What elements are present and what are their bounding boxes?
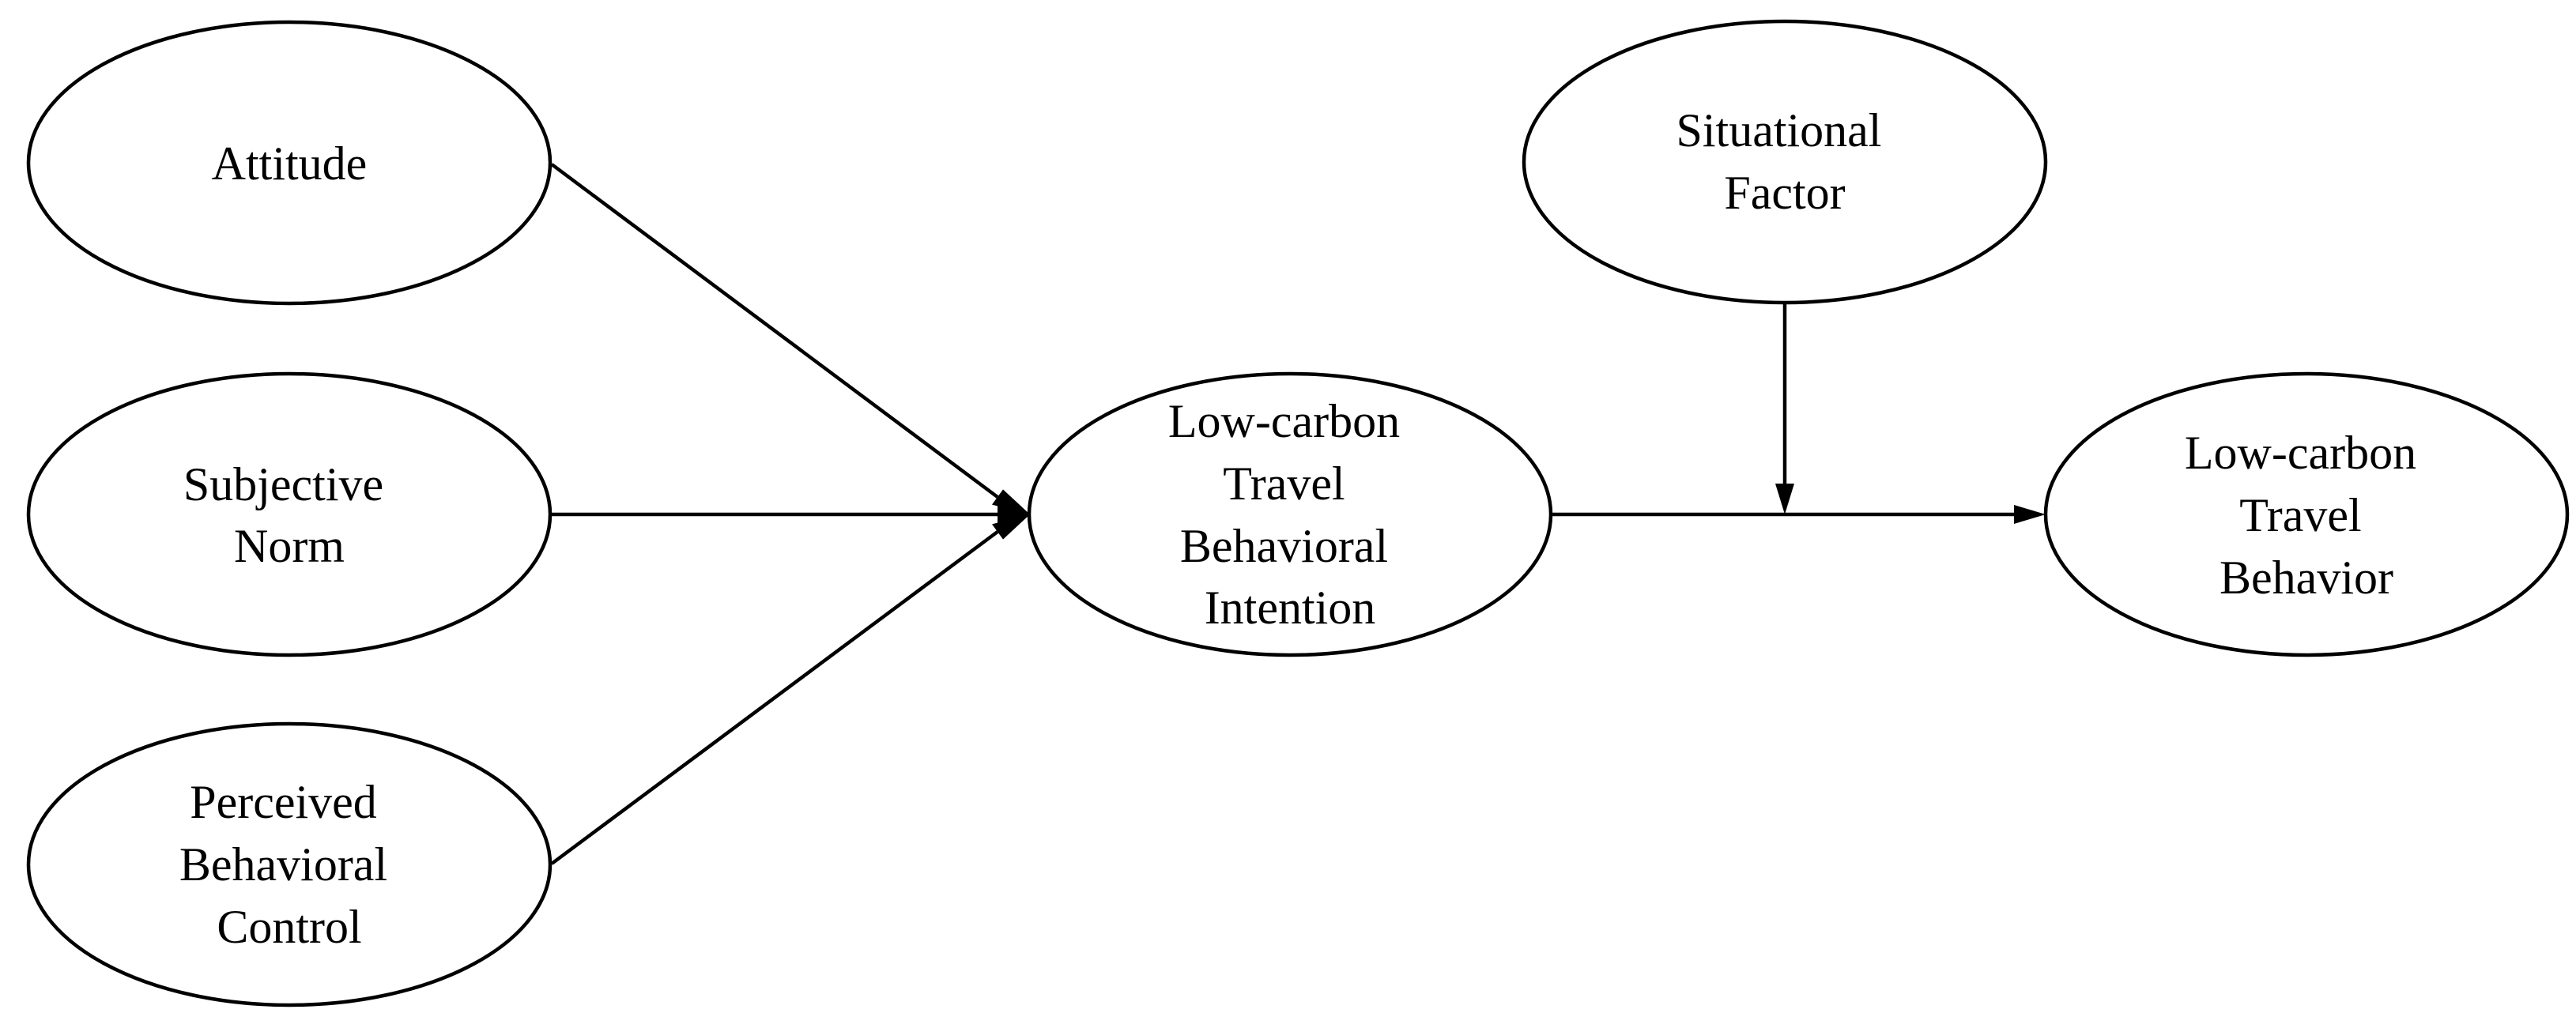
node-intention-ellipse [1027, 371, 1553, 657]
arrowhead-perceived-control-to-intention [992, 514, 1030, 540]
node-situational-factor-label: Situational Factor [1676, 104, 1894, 219]
node-situational-factor-ellipse [1522, 19, 2048, 305]
node-behavior: Low-carbon Travel Behavior [2043, 371, 2570, 657]
node-behavior-ellipse [2043, 371, 2570, 657]
node-behavior-line-3: Behavior [2220, 552, 2393, 604]
node-intention-line-4: Intention [1205, 582, 1376, 634]
node-perceived-behavioral-control: Perceived Behavioral Control [26, 721, 553, 1007]
node-attitude-line-1: Attitude [212, 137, 368, 190]
node-attitude: Attitude [26, 20, 553, 306]
node-situational-factor-line-1: Situational [1676, 104, 1882, 156]
node-perceived-behavioral-control-ellipse [26, 721, 553, 1007]
node-perceived-behavioral-control-label: Perceived Behavioral Control [179, 776, 399, 953]
edge-perceived-control-to-intention [550, 530, 999, 865]
node-subjective-norm-ellipse [26, 371, 553, 657]
edge-attitude-to-intention [550, 163, 999, 499]
node-perceived-behavioral-control-line-2: Behavioral [179, 838, 387, 891]
arrowhead-attitude-to-intention [992, 489, 1030, 514]
node-intention-label: Low-carbon Travel Behavioral Intention [1168, 395, 1412, 634]
node-behavior-line-2: Travel [2239, 489, 2361, 541]
node-attitude-label: Attitude [212, 137, 368, 190]
node-subjective-norm-line-2: Norm [234, 520, 345, 572]
node-behavior-line-1: Low-carbon [2185, 427, 2416, 479]
node-intention: Low-carbon Travel Behavioral Intention [1027, 371, 1553, 657]
node-perceived-behavioral-control-line-3: Control [217, 901, 361, 953]
arrowhead-subjective-norm-to-intention [998, 505, 1030, 524]
node-situational-factor: Situational Factor [1522, 19, 2048, 305]
arrowhead-intention-to-behavior [2014, 505, 2046, 524]
edges [550, 163, 2046, 865]
node-perceived-behavioral-control-line-1: Perceived [190, 776, 377, 828]
arrowhead-situational-factor-moderation [1775, 484, 1794, 514]
node-subjective-norm: Subjective Norm [26, 371, 553, 657]
node-subjective-norm-line-1: Subjective [183, 458, 383, 510]
node-situational-factor-line-2: Factor [1724, 167, 1845, 219]
node-intention-line-2: Travel [1223, 458, 1345, 510]
node-intention-line-3: Behavioral [1180, 520, 1388, 572]
node-intention-line-1: Low-carbon [1168, 395, 1400, 447]
node-attitude-ellipse [26, 20, 553, 306]
node-subjective-norm-label: Subjective Norm [183, 458, 395, 572]
node-behavior-label: Low-carbon Travel Behavior [2185, 427, 2428, 604]
